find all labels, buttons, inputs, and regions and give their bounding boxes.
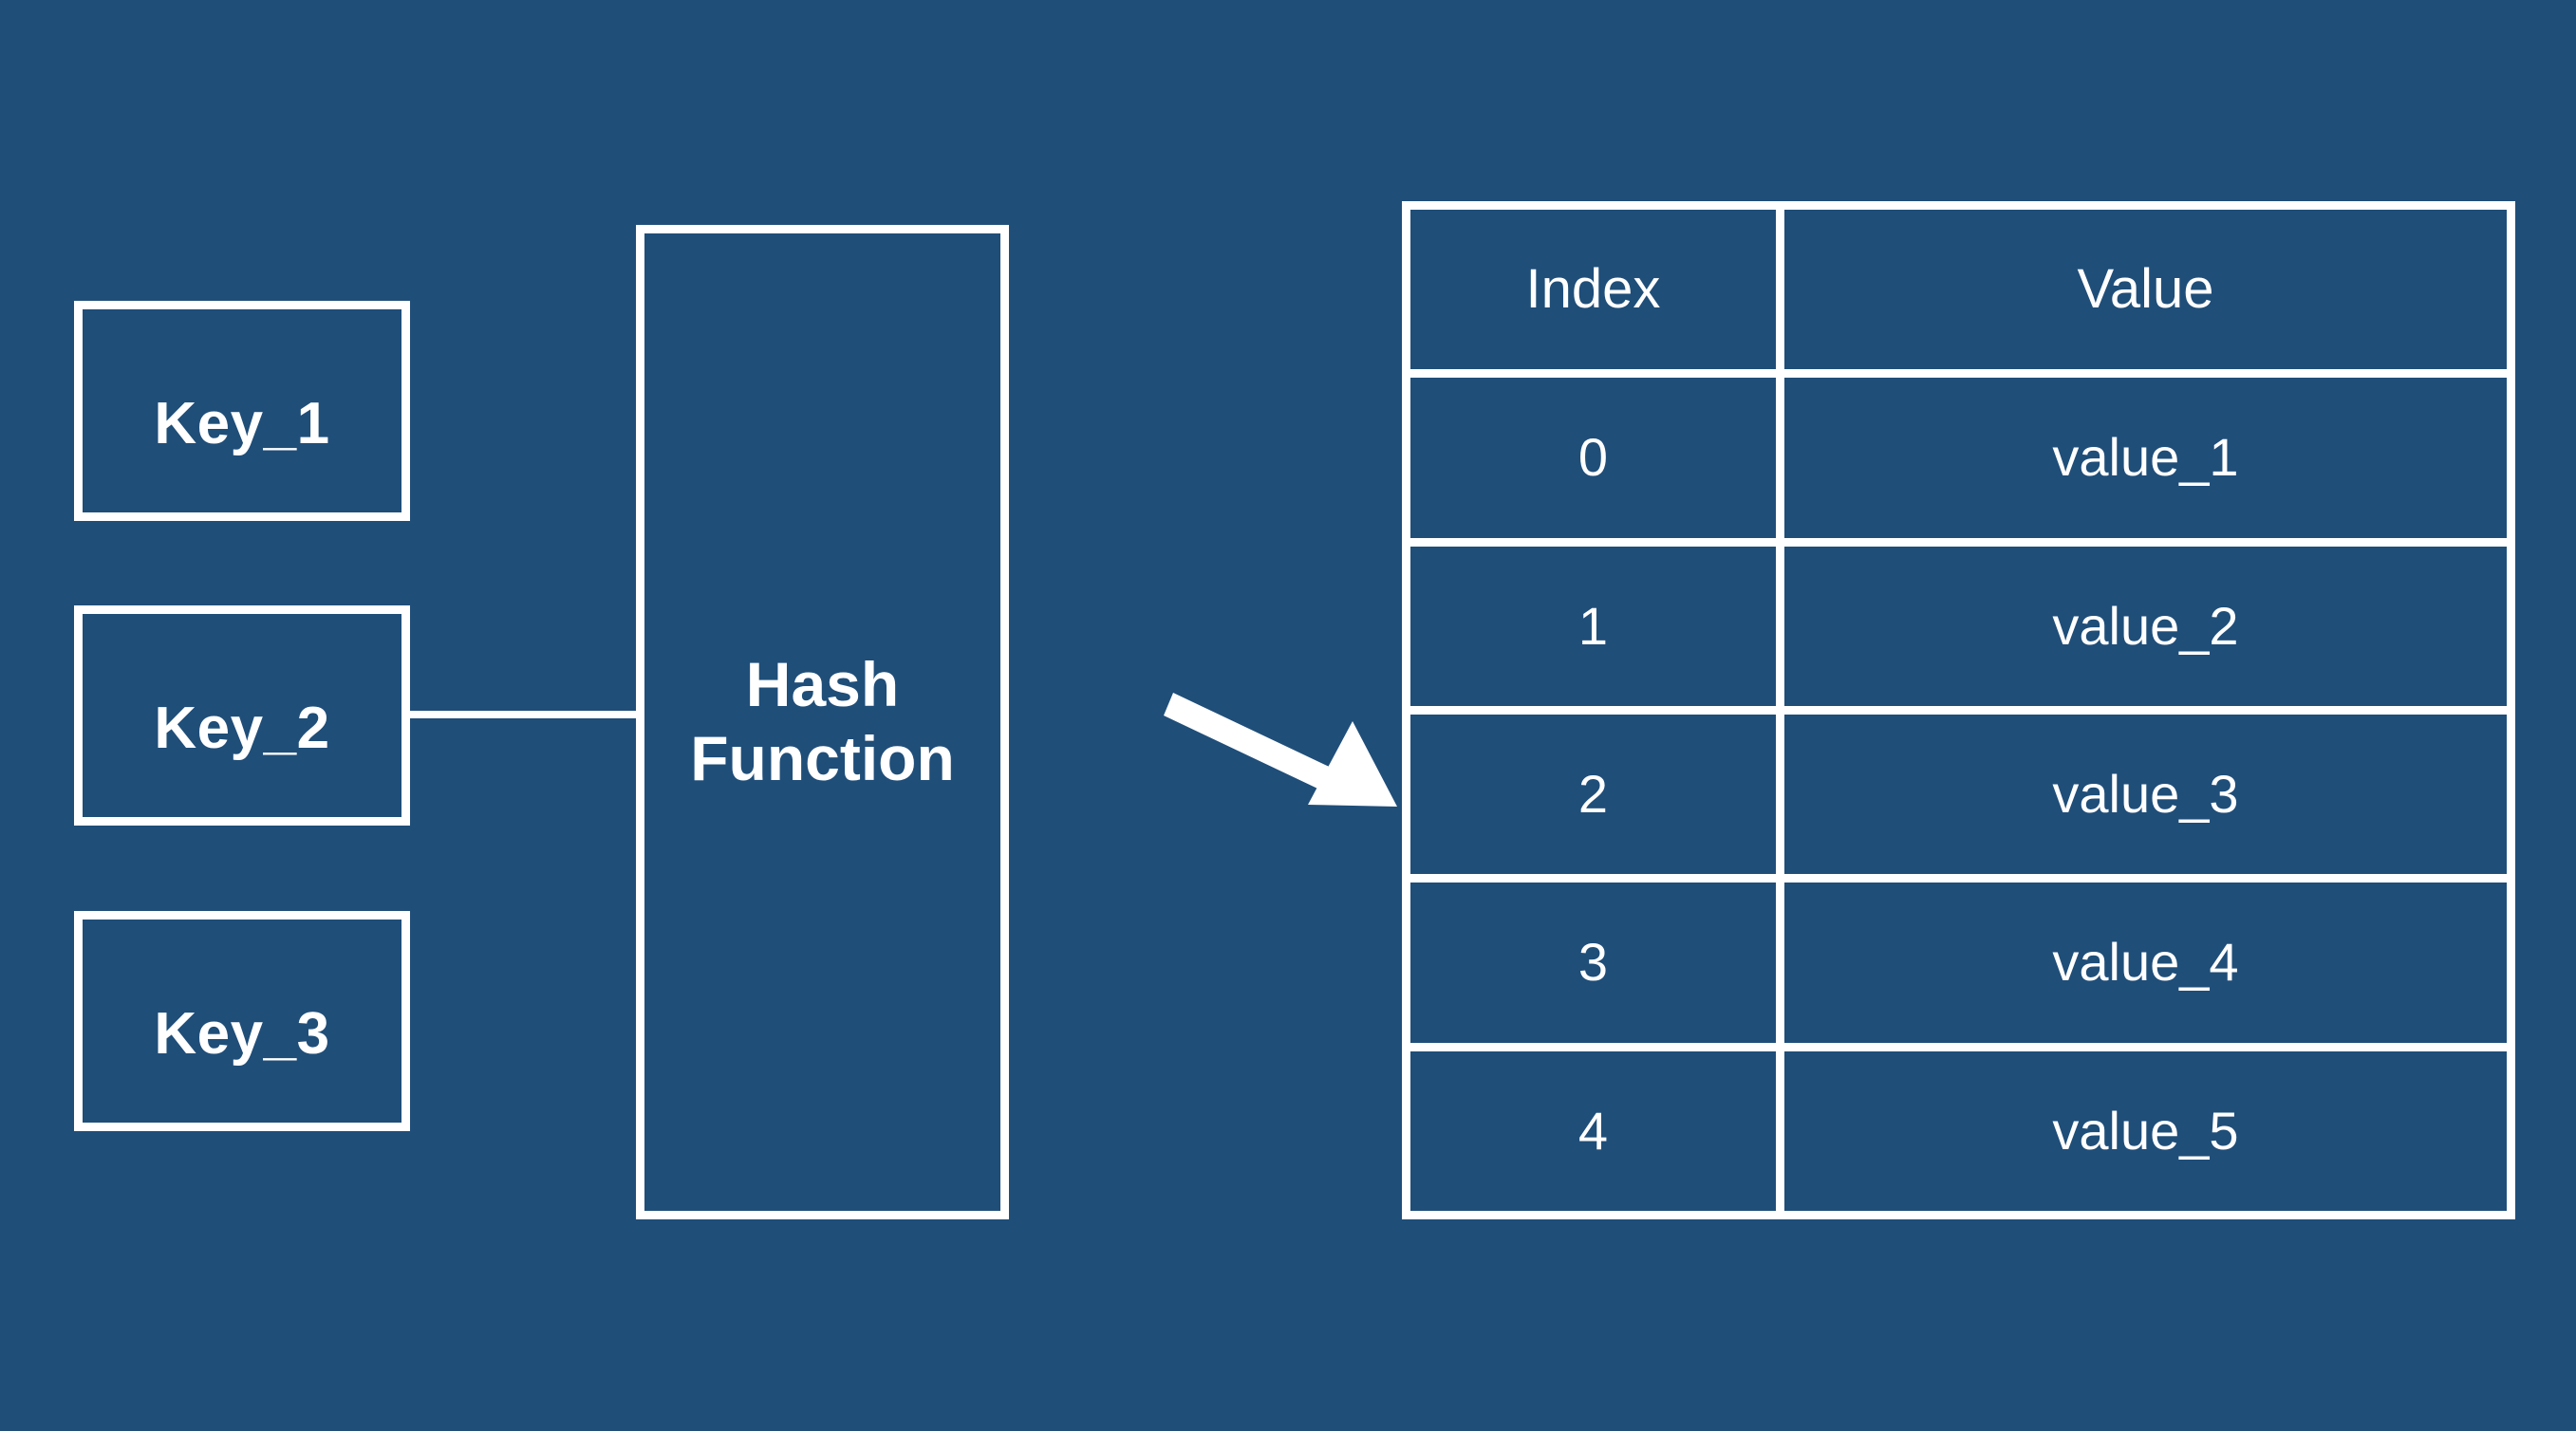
hash-function-label: Hash Function (690, 649, 955, 793)
table-cell-index: 3 (1577, 932, 1609, 993)
hash-function-box[interactable]: Hash Function (636, 225, 1009, 1219)
table-header-index: Index (1525, 258, 1661, 321)
key-box-2[interactable]: Key_2 (74, 605, 410, 826)
table-header-value: Value (1776, 210, 2507, 370)
table-row[interactable]: 2 value_3 (1410, 705, 2507, 875)
key-label-1: Key_1 (154, 391, 330, 456)
table-cell-index: 2 (1577, 764, 1609, 825)
table-header-row: Index Value (1410, 210, 2507, 370)
arrow-hash-to-table-icon (1164, 693, 1397, 807)
key-label-2: Key_2 (154, 696, 330, 761)
table-row[interactable]: 4 value_5 (1410, 1042, 2507, 1211)
table-cell-index: 1 (1577, 595, 1609, 656)
table-row[interactable]: 0 value_1 (1410, 369, 2507, 538)
key-label-3: Key_3 (154, 1001, 330, 1067)
key-box-1[interactable]: Key_1 (74, 301, 410, 521)
hash-table: Index Value 0 value_1 1 value_2 2 value_… (1402, 201, 2515, 1219)
table-cell-value: value_1 (1776, 378, 2507, 538)
table-row[interactable]: 1 value_2 (1410, 537, 2507, 706)
table-cell-index: 0 (1577, 427, 1609, 488)
table-cell-value: value_2 (1776, 546, 2507, 706)
table-cell-value: value_4 (1776, 883, 2507, 1043)
connector-line-key2-to-hash (410, 711, 638, 718)
table-row[interactable]: 3 value_4 (1410, 874, 2507, 1043)
key-box-3[interactable]: Key_3 (74, 911, 410, 1131)
table-cell-value: value_5 (1776, 1050, 2507, 1211)
table-cell-value: value_3 (1776, 714, 2507, 875)
table-cell-index: 4 (1577, 1100, 1609, 1161)
